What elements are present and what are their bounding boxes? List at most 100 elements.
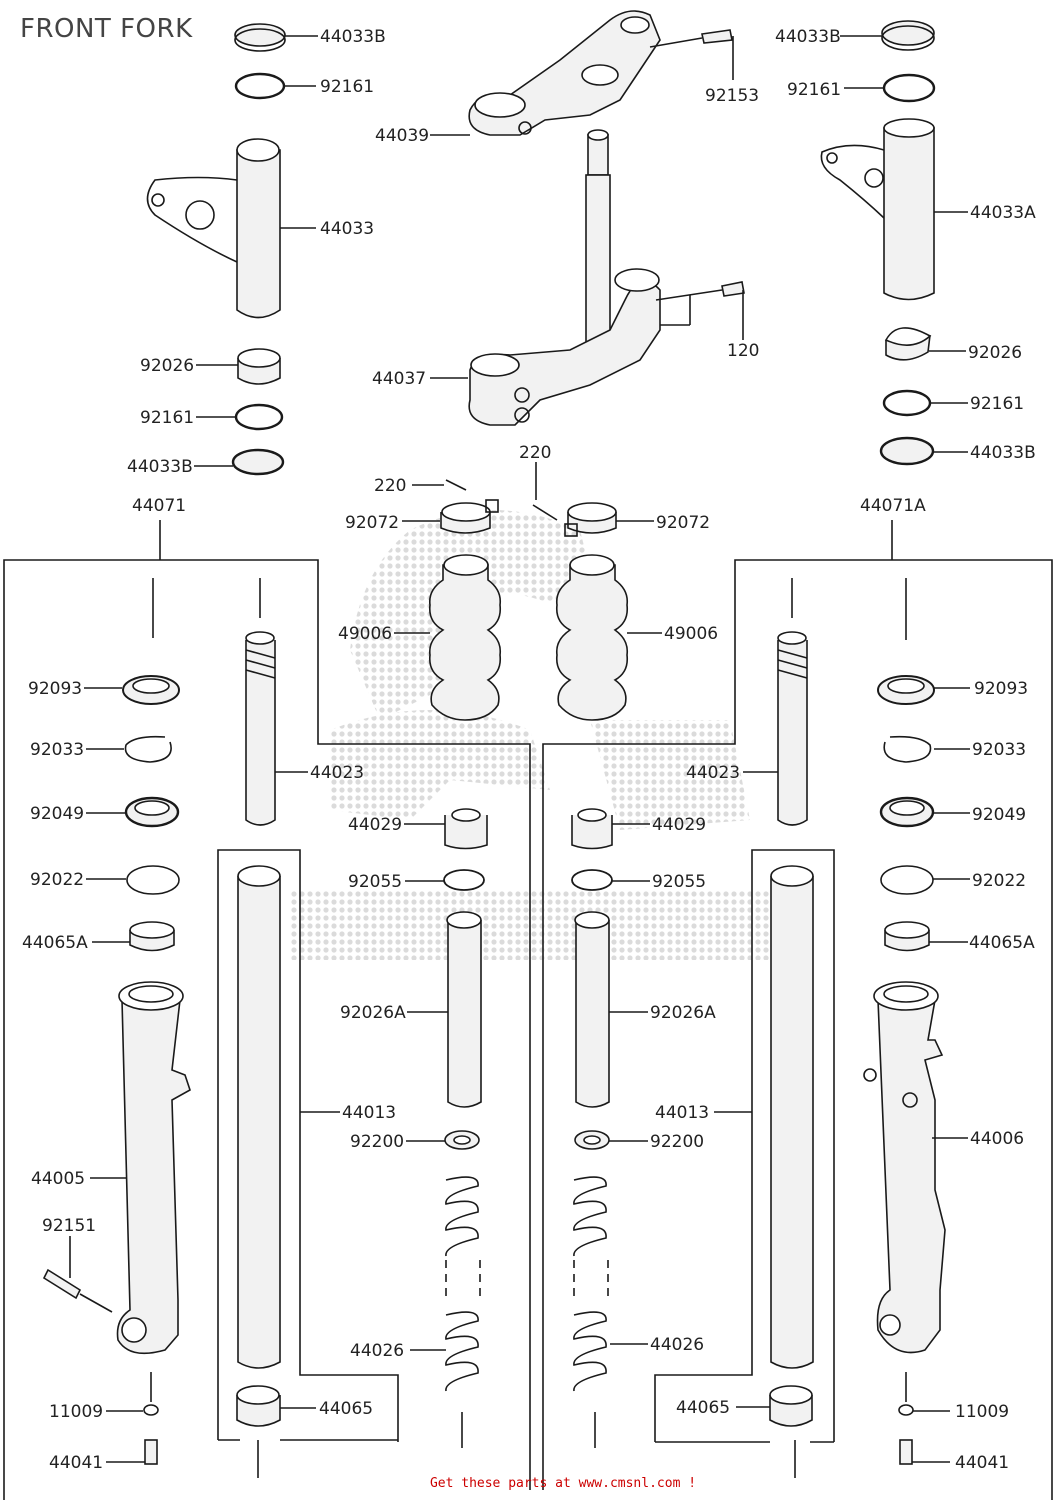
seal-92049-right — [879, 796, 970, 828]
label-92200: 92200 — [350, 1132, 404, 1152]
label-44041: 44041 — [955, 1453, 1009, 1473]
label-120: 120 — [727, 341, 759, 361]
label-44033A: 44033A — [970, 203, 1036, 223]
bushing-44065A-right — [884, 921, 968, 952]
label-44041: 44041 — [49, 1453, 103, 1473]
spring-44026-right — [573, 1176, 648, 1448]
label-44065: 44065 — [676, 1398, 730, 1418]
cap-92026-right — [884, 327, 966, 361]
cylinder-44023-right — [743, 578, 808, 826]
fork-bracket-44033A — [820, 118, 968, 301]
label-44039: 44039 — [375, 126, 429, 146]
steering-stem-44037 — [430, 129, 661, 426]
upper-triple-clamp-44039 — [430, 10, 661, 136]
label-44026: 44026 — [350, 1341, 404, 1361]
label-44065A: 44065A — [969, 933, 1035, 953]
oil-seal-92093-left — [84, 675, 180, 705]
label-220: 220 — [519, 443, 551, 463]
label-44033B: 44033B — [970, 443, 1036, 463]
label-92161: 92161 — [320, 77, 374, 97]
gasket-11009-left — [106, 1372, 159, 1416]
fork-bracket-44033 — [146, 138, 316, 319]
label-44033B: 44033B — [320, 27, 386, 47]
label-92049: 92049 — [30, 804, 84, 824]
label-92151: 92151 — [42, 1216, 96, 1236]
label-49006: 49006 — [338, 624, 392, 644]
ring-44033B-left-lower — [194, 448, 285, 476]
boot-49006-right — [555, 554, 662, 721]
cap-bolt-44029-left — [404, 808, 488, 850]
cap-92026-left — [196, 348, 281, 385]
inner-tube-44013-right — [714, 865, 814, 1369]
bolt-92153 — [649, 29, 734, 80]
ring-92161-left-lower — [196, 403, 284, 431]
label-92026: 92026 — [968, 343, 1022, 363]
spacer-92026A-left — [407, 911, 482, 1108]
label-11009: 11009 — [955, 1402, 1009, 1422]
bushing-44065A-left — [92, 921, 175, 952]
inner-tube-44013-left — [237, 865, 340, 1369]
washer-92200-left — [406, 1130, 480, 1150]
label-44023: 44023 — [686, 763, 740, 783]
label-44029: 44029 — [348, 815, 402, 835]
o-ring-92055-right — [571, 869, 650, 891]
label-92093: 92093 — [974, 679, 1028, 699]
label-92026A: 92026A — [650, 1003, 716, 1023]
label-92161: 92161 — [970, 394, 1024, 414]
label-92153: 92153 — [705, 86, 759, 106]
washer-92022-right — [880, 865, 970, 895]
label-44071: 44071 — [132, 496, 186, 516]
clamp-92072-left — [402, 499, 499, 534]
outer-tube-44006 — [863, 981, 968, 1354]
bolt-120 — [655, 281, 745, 340]
label-92072: 92072 — [656, 513, 710, 533]
spacer-92026A-right — [574, 911, 648, 1108]
label-44033B: 44033B — [127, 457, 193, 477]
bushing-44065-left — [236, 1385, 316, 1478]
assembly-bracket-44071A — [542, 520, 1053, 1500]
ring-44033B-right-lower — [879, 436, 968, 466]
label-11009: 11009 — [49, 1402, 103, 1422]
bolt-92151 — [42, 1236, 113, 1313]
label-44013: 44013 — [655, 1103, 709, 1123]
label-44029: 44029 — [652, 815, 706, 835]
boot-49006-left — [394, 554, 502, 721]
label-44033B: 44033B — [775, 27, 841, 47]
label-44013: 44013 — [342, 1103, 396, 1123]
label-44071A: 44071A — [860, 496, 926, 516]
bolt-220-left — [412, 479, 467, 491]
clamp-92072-right — [564, 502, 654, 537]
spring-44026-left — [410, 1176, 481, 1448]
bushing-44065-right — [736, 1385, 813, 1478]
footer-link-text[interactable]: Get these parts at www.cmsnl.com ! — [429, 1476, 697, 1491]
circlip-92033-right — [883, 735, 970, 763]
label-92072: 92072 — [345, 513, 399, 533]
label-92161: 92161 — [140, 408, 194, 428]
label-44065: 44065 — [319, 1399, 373, 1419]
cylinder-44023-left — [245, 578, 308, 826]
label-92026A: 92026A — [340, 1003, 406, 1023]
ring-92161-right-lower — [882, 389, 968, 417]
label-44065A: 44065A — [22, 933, 88, 953]
oil-seal-92093-right — [877, 675, 970, 705]
label-44006: 44006 — [970, 1129, 1024, 1149]
label-44033: 44033 — [320, 219, 374, 239]
circlip-92033-left — [86, 735, 172, 763]
o-ring-92055-left — [405, 869, 485, 891]
label-220: 220 — [374, 476, 406, 496]
seal-92049-left — [86, 796, 180, 828]
diagram-title: FRONT FORK — [20, 14, 193, 44]
bolt-44041-right — [899, 1439, 950, 1465]
label-92022: 92022 — [972, 871, 1026, 891]
label-92055: 92055 — [652, 872, 706, 892]
ring-44033B-top-left — [234, 23, 318, 52]
part-labels: 44033B 92161 44033 92026 92161 44033B 44… — [22, 27, 1036, 1473]
assembly-bracket-44071 — [3, 520, 531, 1500]
washer-92022-left — [86, 865, 180, 895]
cap-bolt-44029-right — [571, 808, 650, 850]
ring-92161-top-left — [234, 72, 316, 100]
watermark-logo — [290, 510, 770, 960]
gasket-11009-right — [898, 1372, 950, 1416]
label-44026: 44026 — [650, 1335, 704, 1355]
